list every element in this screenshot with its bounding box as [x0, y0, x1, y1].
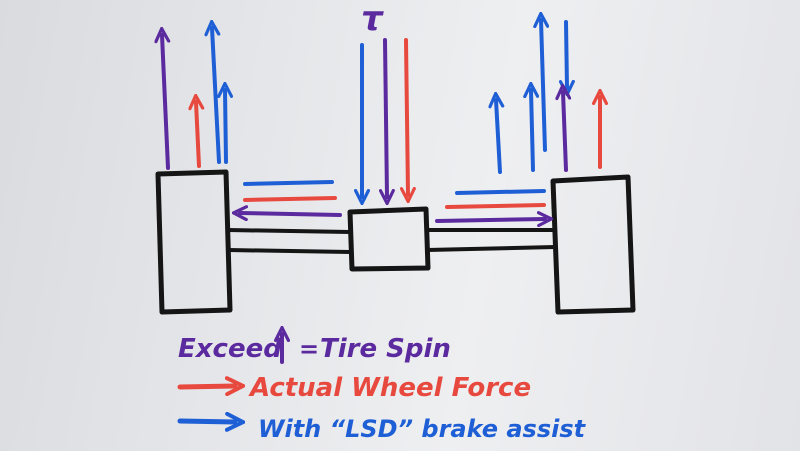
- blue-arrow-icon: [177, 421, 235, 422]
- left-transfer-arrows: [240, 180, 342, 215]
- left-wheel: [155, 169, 233, 315]
- right-wheel: [550, 174, 636, 315]
- legend-exceed-label: Exceed: [178, 334, 282, 364]
- legend: Exceed = Tire Spin Actual Wheel Force Wi…: [177, 334, 587, 443]
- torque-symbol: τ: [361, 0, 384, 39]
- right-wheel-force-arrows: [496, 20, 600, 174]
- torque-input-arrows: [362, 38, 408, 197]
- left-axle: [226, 228, 352, 254]
- differential-box: [347, 206, 431, 272]
- right-axle: [425, 228, 557, 252]
- legend-equals: =: [299, 335, 319, 363]
- legend-tire-spin-label: Tire Spin: [320, 334, 451, 364]
- left-wheel-force-arrows: [162, 28, 226, 170]
- legend-actual-force-label: Actual Wheel Force: [248, 373, 531, 403]
- legend-lsd-label: With “LSD” brake assist: [258, 415, 587, 443]
- red-arrow-icon: [177, 386, 235, 387]
- right-transfer-arrows: [435, 189, 545, 221]
